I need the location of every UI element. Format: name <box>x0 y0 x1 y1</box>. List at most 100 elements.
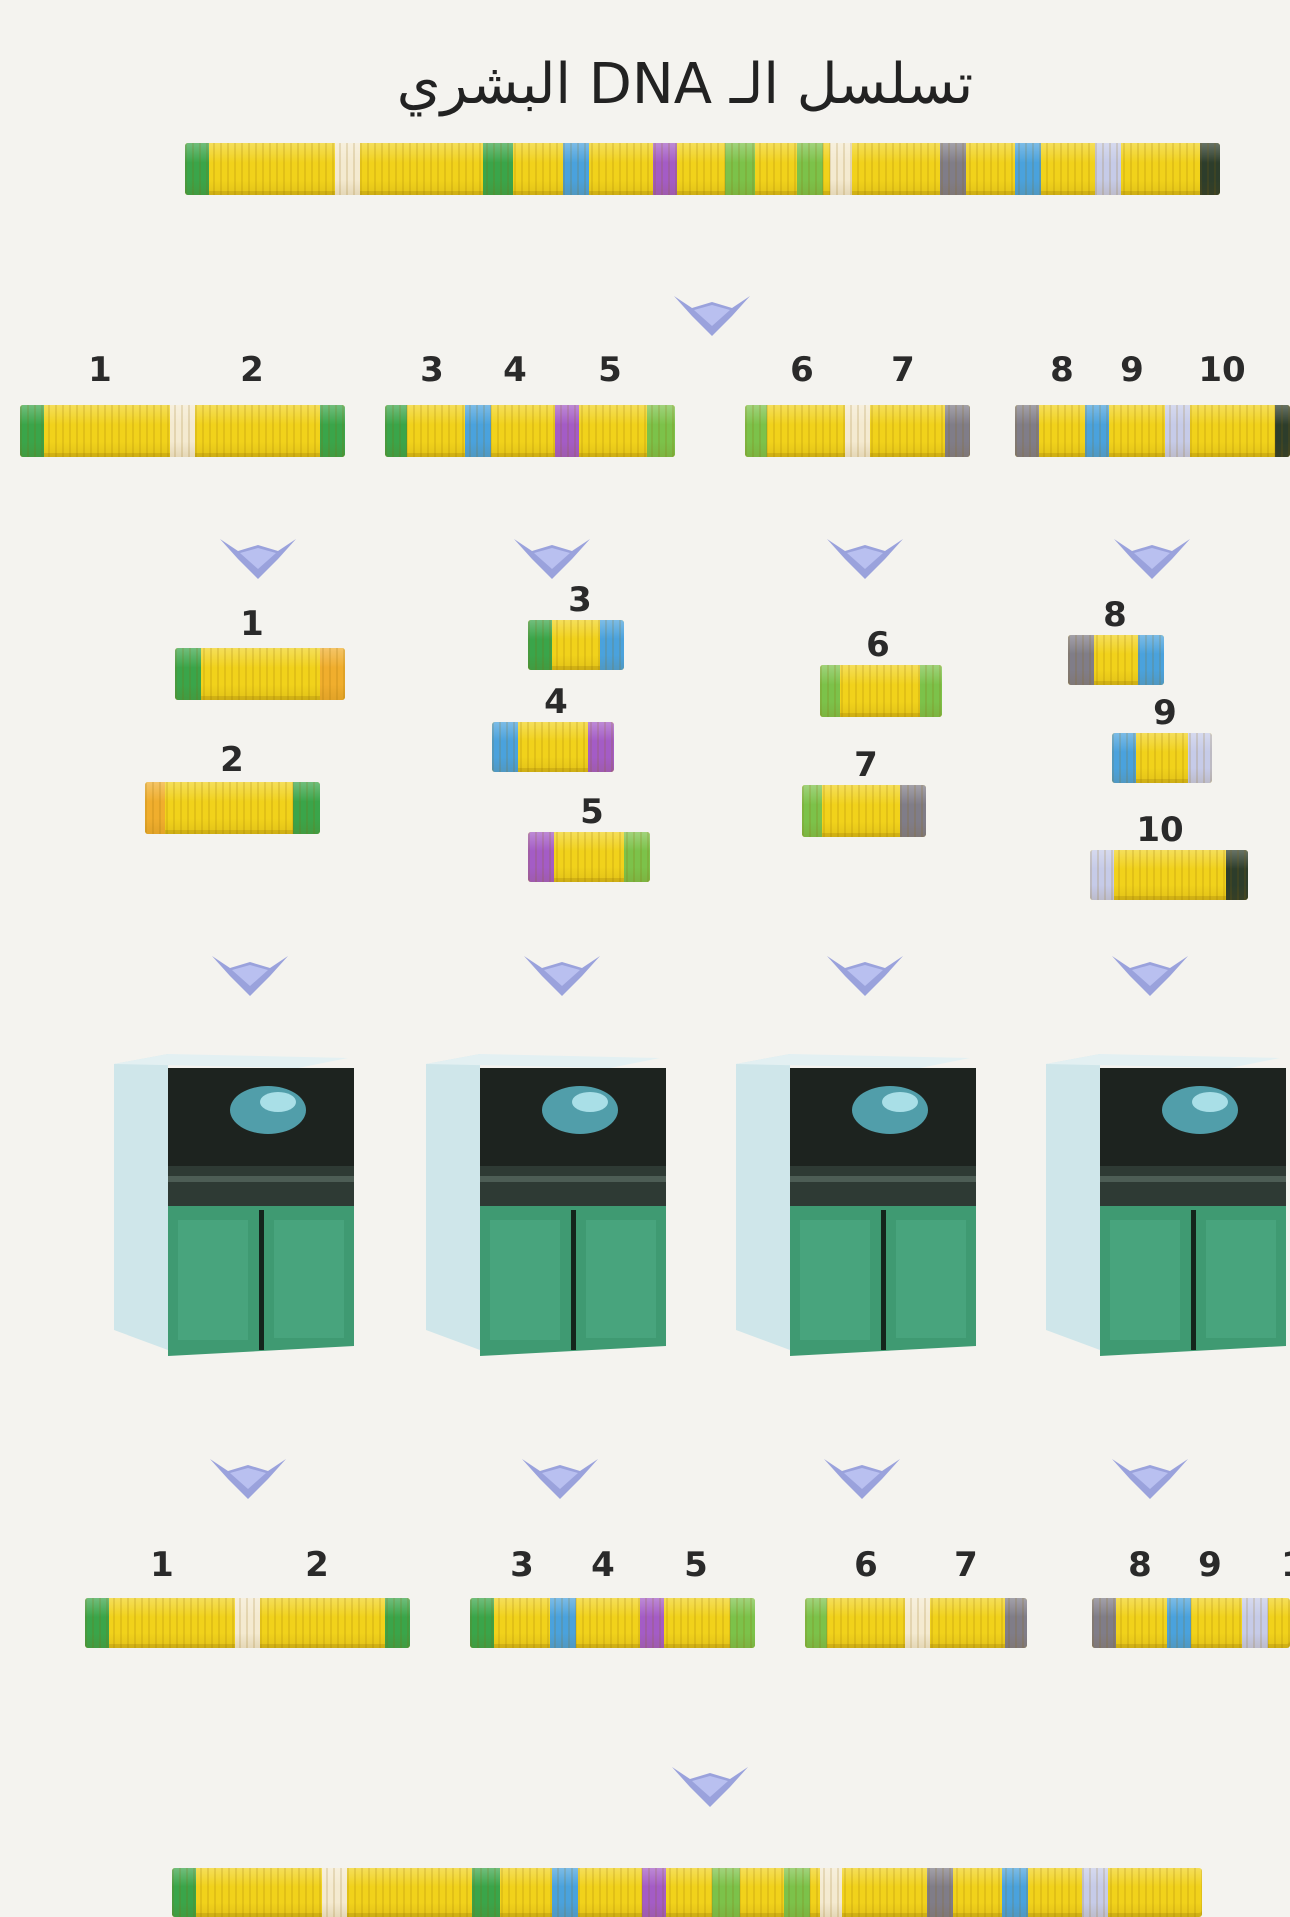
down-arrow-icon <box>212 956 288 996</box>
dna-color-band <box>472 1868 500 1917</box>
dna-color-band <box>1015 405 1039 457</box>
fragment-label-5: 5 <box>598 350 622 390</box>
fragment-label-9: 9 <box>1153 693 1177 733</box>
dna-color-band <box>712 1868 740 1917</box>
dna-color-band <box>1005 1598 1027 1648</box>
dna-color-band <box>940 143 966 195</box>
fragment-label-8: 8 <box>1103 595 1127 635</box>
dna-color-band <box>320 648 345 700</box>
dna-color-band <box>1200 143 1220 195</box>
fragment-7 <box>802 785 926 837</box>
fragment-label-2: 2 <box>240 350 264 390</box>
dna-color-band <box>385 405 407 457</box>
dna-sequencer-machine-icon <box>736 1054 976 1356</box>
diagram-title: تسلسل الـ DNA البشري <box>396 52 974 117</box>
dna-color-band <box>85 1598 109 1648</box>
dna-color-band <box>170 405 195 457</box>
fragment-label-7: 7 <box>954 1545 978 1585</box>
dna-color-band <box>802 785 822 837</box>
dna-color-band <box>945 405 970 457</box>
dna-color-band <box>820 1868 842 1917</box>
reassembled-segment-group-2 <box>470 1598 755 1648</box>
down-arrow-icon <box>210 1459 286 1499</box>
fragment-label-1: 1 <box>150 1545 174 1585</box>
down-arrow-icon <box>1112 1459 1188 1499</box>
fragment-label-6: 6 <box>866 625 890 665</box>
assembled-dna-strand <box>172 1868 1202 1917</box>
fragment-label-10: 10 <box>1198 350 1246 390</box>
dna-color-band <box>320 405 345 457</box>
reassembled-segment-group-4 <box>1092 1598 1290 1648</box>
fragment-label-2: 2 <box>305 1545 329 1585</box>
dna-color-band <box>235 1598 260 1648</box>
dna-color-band <box>465 405 491 457</box>
dna-color-band <box>1165 405 1190 457</box>
dna-color-band <box>470 1598 494 1648</box>
down-arrow-icon <box>220 539 296 579</box>
fragment-6 <box>820 665 942 717</box>
dna-color-band <box>624 832 650 882</box>
dna-color-band <box>640 1598 664 1648</box>
fragment-label-9: 9 <box>1198 1545 1222 1585</box>
dna-color-band <box>293 782 320 834</box>
dna-color-band <box>1275 405 1290 457</box>
fragment-label-4: 4 <box>544 682 568 722</box>
fragment-label-8: 8 <box>1128 1545 1152 1585</box>
dna-color-band <box>385 1598 410 1648</box>
dna-color-band <box>797 143 823 195</box>
fragment-label-9: 9 <box>1120 350 1144 390</box>
fragment-label-5: 5 <box>684 1545 708 1585</box>
dna-color-band <box>1226 850 1248 900</box>
dna-color-band <box>1095 143 1121 195</box>
dna-color-band <box>175 648 201 700</box>
fragment-label-1: 1 <box>240 604 264 644</box>
dna-sequencer-machine-icon <box>114 1054 354 1356</box>
fragment-label-partial: 1 <box>1263 1545 1290 1585</box>
dna-color-band <box>647 405 675 457</box>
dna-color-band <box>642 1868 666 1917</box>
fragment-10 <box>1090 850 1248 900</box>
fragment-2 <box>145 782 320 834</box>
dna-color-band <box>335 143 360 195</box>
dna-color-band <box>900 785 926 837</box>
dna-color-band <box>1112 733 1136 783</box>
dna-sequencer-machine-icon <box>426 1054 666 1356</box>
fragment-label-10: 10 <box>1136 810 1184 850</box>
dna-segment-group-4 <box>1015 405 1290 457</box>
dna-color-band <box>653 143 677 195</box>
dna-color-band <box>588 722 614 772</box>
fragment-label-6: 6 <box>790 350 814 390</box>
fragment-label-5: 5 <box>580 792 604 832</box>
down-arrow-icon <box>824 1459 900 1499</box>
dna-color-band <box>1167 1598 1191 1648</box>
fragment-9 <box>1112 733 1212 783</box>
dna-color-band <box>1188 733 1212 783</box>
dna-color-band <box>172 1868 196 1917</box>
down-arrow-icon <box>522 1459 598 1499</box>
dna-color-band <box>528 620 552 670</box>
dna-color-band <box>185 143 209 195</box>
dna-color-band <box>745 405 767 457</box>
dna-color-band <box>1002 1868 1028 1917</box>
reassembled-segment-group-1 <box>85 1598 410 1648</box>
down-arrow-icon <box>1114 539 1190 579</box>
down-arrow-icon <box>672 1767 748 1807</box>
dna-color-band <box>528 832 554 882</box>
dna-color-band <box>830 143 852 195</box>
dna-color-band <box>920 665 942 717</box>
dna-color-band <box>1085 405 1109 457</box>
dna-color-band <box>805 1598 827 1648</box>
fragment-label-4: 4 <box>503 350 527 390</box>
fragment-label-8: 8 <box>1050 350 1074 390</box>
dna-color-band <box>322 1868 347 1917</box>
full-dna-strand <box>185 143 1220 195</box>
dna-color-band <box>845 405 870 457</box>
dna-color-band <box>784 1868 810 1917</box>
dna-color-band <box>730 1598 755 1648</box>
down-arrow-icon <box>827 956 903 996</box>
dna-color-band <box>1092 1598 1116 1648</box>
down-arrow-icon <box>1112 956 1188 996</box>
dna-color-band <box>905 1598 930 1648</box>
dna-color-band <box>145 782 165 834</box>
